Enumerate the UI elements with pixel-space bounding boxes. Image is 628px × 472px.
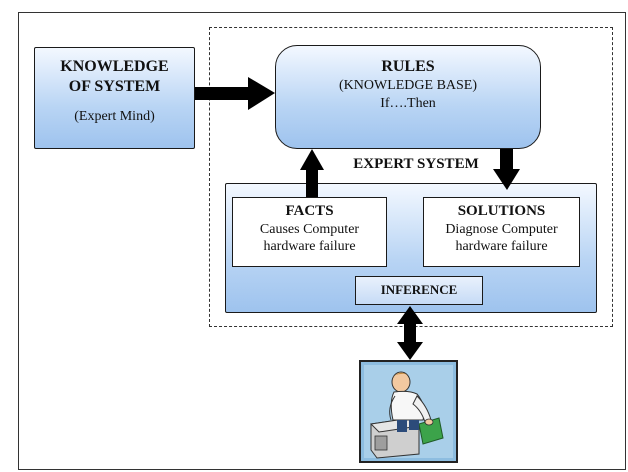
user-illustration: [359, 360, 458, 463]
rules-box: RULES (KNOWLEDGE BASE) If….Then: [275, 45, 541, 149]
rules-if-then: If….Then: [380, 96, 436, 111]
solutions-line2: hardware failure: [455, 239, 548, 254]
knowledge-title-line2: OF SYSTEM: [68, 78, 161, 95]
arrow-knowledge-to-rules: [195, 77, 275, 110]
arrow-facts-to-rules: [300, 149, 324, 197]
rules-knowledge-base: (KNOWLEDGE BASE): [338, 78, 478, 93]
expert-system-label: EXPERT SYSTEM: [353, 156, 479, 172]
solutions-line1: Diagnose Computer: [445, 222, 558, 237]
rules-title: RULES: [381, 58, 435, 75]
knowledge-of-system-box: KNOWLEDGE OF SYSTEM (Expert Mind): [34, 47, 195, 149]
arrow-rules-to-solutions: [493, 149, 520, 190]
knowledge-subtitle: (Expert Mind): [74, 109, 155, 124]
facts-box: FACTS Causes Computer hardware failure: [232, 197, 387, 267]
solutions-box: SOLUTIONS Diagnose Computer hardware fai…: [423, 197, 580, 267]
knowledge-title-line1: KNOWLEDGE: [60, 58, 169, 75]
figure-frame: [18, 12, 626, 470]
facts-line2: hardware failure: [263, 239, 356, 254]
facts-line1: Causes Computer: [259, 222, 360, 237]
technician-icon: [361, 362, 456, 461]
inference-box: INFERENCE: [355, 276, 483, 305]
facts-title: FACTS: [285, 203, 334, 219]
arrow-inference-to-user: [397, 306, 423, 360]
solutions-title: SOLUTIONS: [457, 203, 546, 219]
